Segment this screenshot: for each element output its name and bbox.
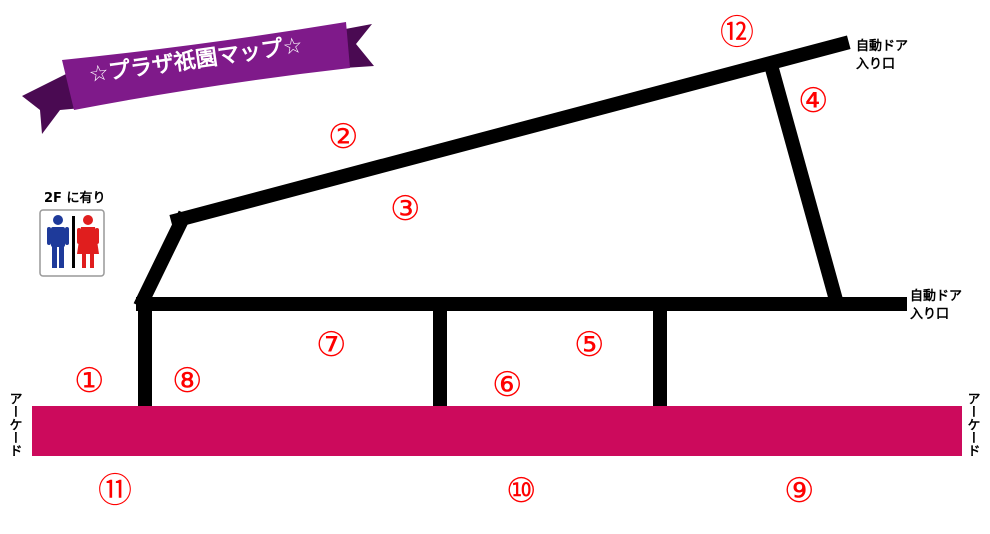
spot-6[interactable]: ⑥ xyxy=(492,365,522,405)
spot-9[interactable]: ⑨ xyxy=(784,471,814,511)
ribbon-banner-icon xyxy=(22,72,82,134)
restroom-label: 2F に有り xyxy=(44,190,105,206)
spot-1[interactable]: ① xyxy=(74,361,104,401)
wall-right-slant xyxy=(765,67,845,309)
ribbon-body xyxy=(62,22,350,110)
arcade-bar xyxy=(32,406,962,456)
spot-10[interactable]: ⑩ xyxy=(506,471,536,511)
entrance-top: 自動ドア 入り口 xyxy=(856,38,908,72)
spot-8[interactable]: ⑧ xyxy=(172,361,202,401)
spot-12[interactable]: ⑫ xyxy=(720,13,754,53)
restroom-divider xyxy=(72,216,75,268)
entrance-middle-line1: 自動ドア xyxy=(910,288,962,304)
spot-4[interactable]: ④ xyxy=(798,81,828,121)
restroom-sign: 2F に有り xyxy=(39,190,105,277)
spot-11[interactable]: ⑪ xyxy=(98,471,132,511)
entrance-top-line2: 入り口 xyxy=(856,57,895,72)
spot-5[interactable]: ⑤ xyxy=(574,325,604,365)
spot-3[interactable]: ③ xyxy=(390,189,420,229)
wall-top-diagonal xyxy=(169,35,851,229)
arcade-label-right: アーケード xyxy=(965,392,981,457)
building-walls xyxy=(133,35,907,412)
spot-numbers: ① ② ③ ④ ⑤ ⑥ ⑦ ⑧ ⑨ ⑩ ⑪ ⑫ xyxy=(74,13,828,511)
entrance-top-line1: 自動ドア xyxy=(856,38,908,54)
entrance-middle: 自動ドア 入り口 xyxy=(910,288,962,322)
spot-7[interactable]: ⑦ xyxy=(316,325,346,365)
male-figure-icon xyxy=(47,215,69,268)
wall-left-slant xyxy=(133,210,192,310)
title-banner: ☆プラザ祇園マップ☆ xyxy=(22,22,374,134)
entrance-middle-line2: 入り口 xyxy=(910,307,949,322)
spot-2[interactable]: ② xyxy=(328,117,358,157)
female-figure-icon xyxy=(77,215,99,268)
arcade-label-left: アーケード xyxy=(7,392,23,457)
